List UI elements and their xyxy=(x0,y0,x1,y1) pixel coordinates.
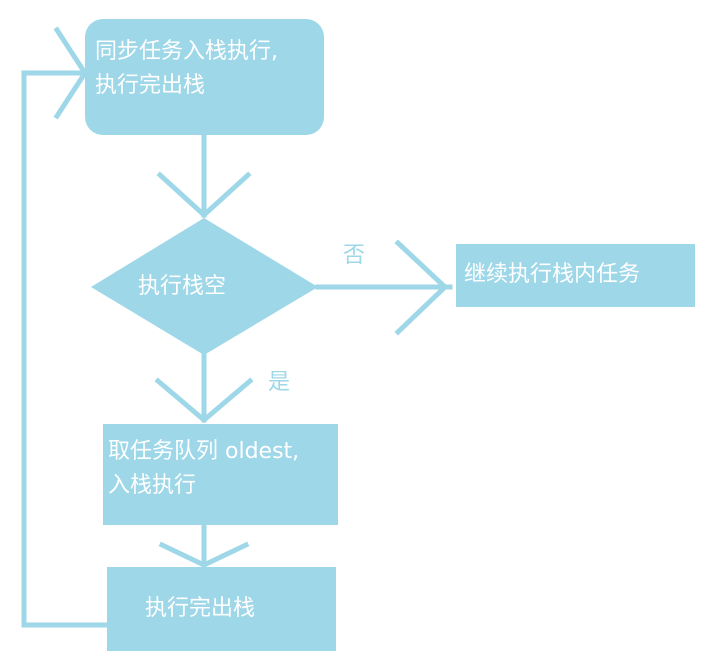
arrowhead-decision-to-take-task xyxy=(154,377,254,424)
node-sync-task-push: 同步任务入栈执行, 执行完出栈 xyxy=(85,19,324,135)
node-continue-stack-task: 继续执行栈内任务 xyxy=(456,244,695,307)
node-continue-stack-task-label: 继续执行栈内任务 xyxy=(464,262,641,287)
node-take-oldest-task: 取任务队列 oldest, 入栈执行 xyxy=(103,424,338,525)
edge-loop-back xyxy=(21,70,110,628)
edge-label-yes: 是 xyxy=(268,370,291,395)
arrowhead-decision-to-continue xyxy=(394,239,449,336)
decision-diamond xyxy=(91,218,318,355)
node-finish-pop-label: 执行完出栈 xyxy=(145,596,256,621)
node-sync-task-push-label: 同步任务入栈执行, 执行完出栈 xyxy=(95,39,278,98)
decision-label: 执行栈空 xyxy=(138,274,227,299)
edge-label-no: 否 xyxy=(343,243,366,268)
node-finish-pop: 执行完出栈 xyxy=(107,567,336,651)
arrowhead-start-to-decision xyxy=(156,171,252,219)
arrowhead-take-task-to-finish xyxy=(158,541,250,568)
node-take-oldest-task-label: 取任务队列 oldest, 入栈执行 xyxy=(108,439,300,498)
